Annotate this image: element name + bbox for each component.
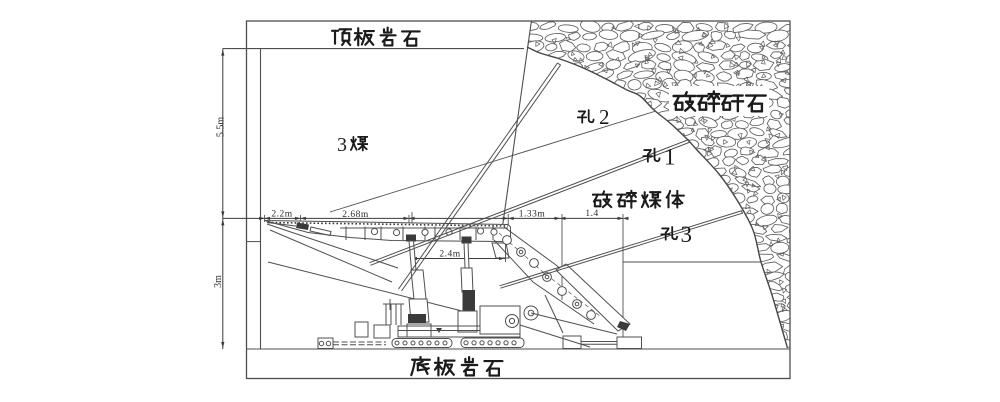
svg-text:2: 2 xyxy=(599,105,610,129)
svg-text:3: 3 xyxy=(681,222,693,247)
svg-text:5.5m: 5.5m xyxy=(216,117,227,138)
svg-text:3m: 3m xyxy=(213,275,224,288)
svg-text:2.4m: 2.4m xyxy=(439,249,460,259)
svg-text:1.33m: 1.33m xyxy=(519,209,546,219)
svg-text:1.4: 1.4 xyxy=(585,209,598,219)
svg-text:1: 1 xyxy=(664,145,676,170)
svg-text:2.68m: 2.68m xyxy=(342,210,369,220)
svg-text:3: 3 xyxy=(337,134,347,156)
svg-text:2.2m: 2.2m xyxy=(271,210,292,220)
